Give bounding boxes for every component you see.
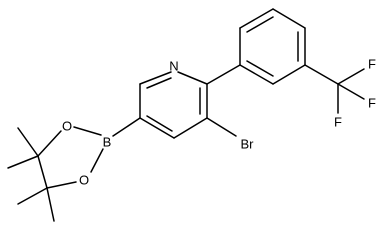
double-bond-ph-6-1 <box>246 60 274 77</box>
atom-label-f1: F <box>368 57 376 72</box>
methyl-lower-2 <box>46 187 55 222</box>
atom-label-o-lower: O <box>79 173 89 188</box>
atom-label-f2: F <box>368 96 376 111</box>
methyl-upper-2 <box>7 155 39 169</box>
bond-ph-6-1 <box>239 64 274 85</box>
pyridine-ring <box>139 71 208 139</box>
bond-ph-2-3 <box>239 8 274 29</box>
atom-label-f3: F <box>334 115 342 130</box>
bond-pyridine-phenyl <box>206 64 241 85</box>
bond-ph-cf3 <box>304 64 339 85</box>
double-bond-ph-2-3 <box>246 16 274 33</box>
methyl-upper-1 <box>17 127 39 157</box>
atom-label-b: B <box>103 135 112 150</box>
atom-labels: N Br B O O F F F <box>62 57 376 188</box>
bond-c3-c4 <box>173 117 208 139</box>
methyl-lower-1 <box>17 187 48 205</box>
bond-c3-br <box>206 117 237 137</box>
bond-o-upper-c <box>37 130 62 157</box>
atom-label-br: Br <box>241 137 255 152</box>
bond-n-c6 <box>139 71 172 85</box>
bond-c-c <box>37 155 48 189</box>
bond-c-f-mid <box>337 83 365 100</box>
trifluoromethyl-group <box>304 64 365 114</box>
bond-n-c2 <box>177 71 208 85</box>
atom-label-o-upper: O <box>62 119 72 134</box>
pinacol-boronate-group <box>7 117 141 222</box>
double-bond-n-c6 <box>146 77 172 89</box>
bond-pyridine-b <box>112 117 141 137</box>
bond-o-lower-c <box>46 181 77 189</box>
bond-c-f-right <box>337 68 365 85</box>
bond-ph-5-6 <box>272 64 306 85</box>
bond-b-o-lower <box>90 148 104 173</box>
phenyl-ring <box>239 8 306 85</box>
bond-c4-c5 <box>139 117 175 139</box>
atom-label-n: N <box>169 59 178 74</box>
bond-ph-3-4 <box>272 8 306 29</box>
bond-b-o-upper <box>73 126 102 136</box>
double-bond-c4-c5 <box>146 115 173 132</box>
